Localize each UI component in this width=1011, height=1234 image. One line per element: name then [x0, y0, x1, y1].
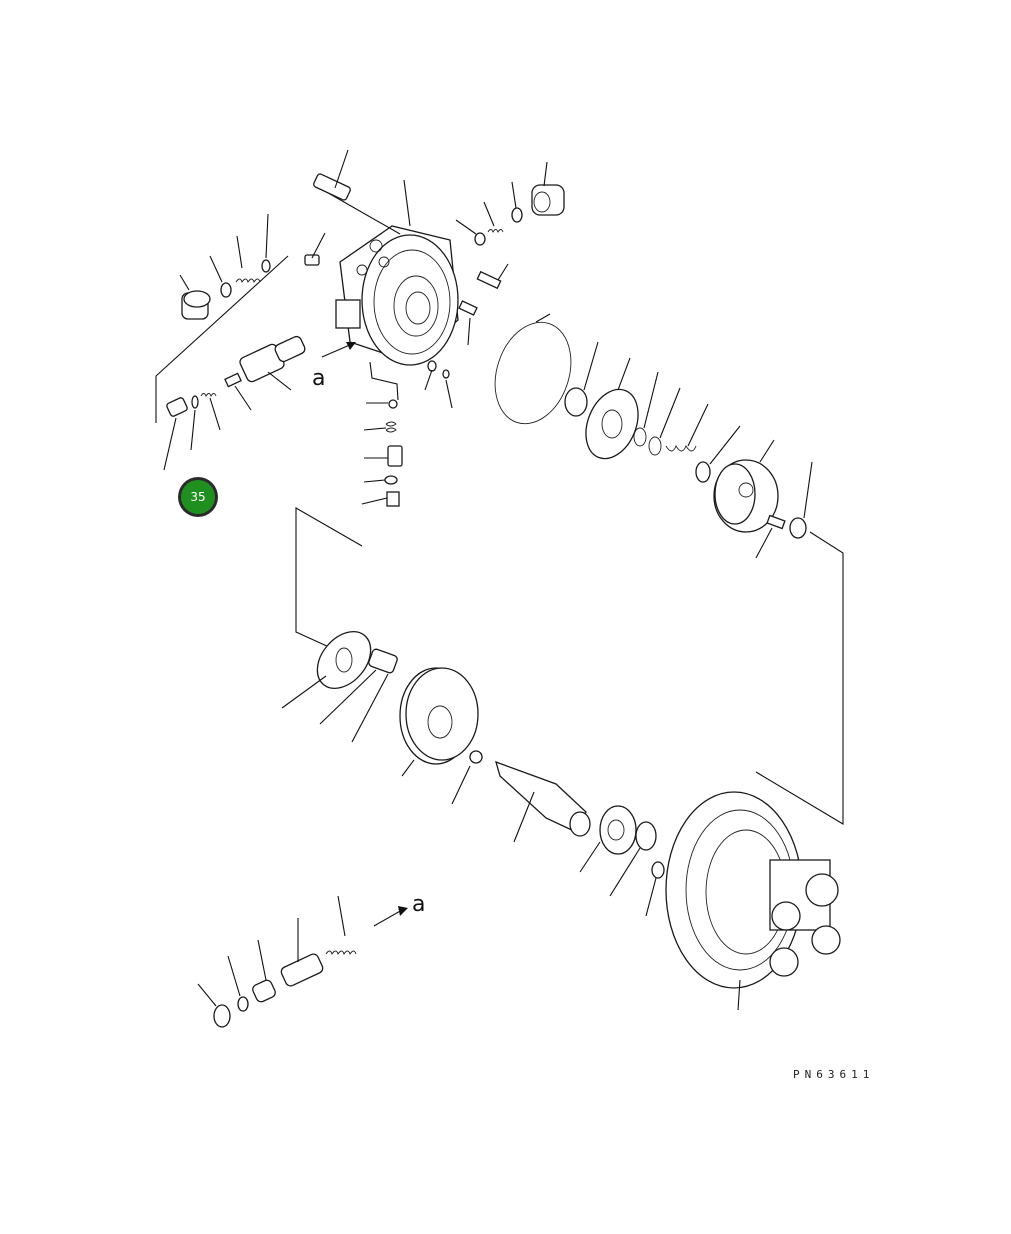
- upper-row-parts: [494, 313, 813, 559]
- middle-parts: [281, 507, 483, 805]
- housing-top-right-parts: [424, 161, 565, 409]
- output-shaft: [495, 760, 665, 917]
- callout-badge[interactable]: 35: [178, 477, 218, 517]
- relief-valve-bottom-left: [197, 895, 408, 1028]
- group-bracket-right: [755, 531, 844, 825]
- group-bracket-left: [155, 255, 289, 423]
- plug-assembly-top-left: [179, 213, 271, 320]
- view-label-a-top: a: [312, 366, 326, 391]
- view-label-a-bottom: a: [412, 892, 426, 917]
- drawing-code: PN63611: [793, 1068, 875, 1081]
- small-parts-column: [361, 361, 403, 507]
- valve-spool-group-left: [163, 335, 306, 471]
- motor-cover-housing: [304, 149, 459, 366]
- final-drive-housing: [665, 791, 841, 1011]
- callout-number: 35: [181, 480, 215, 514]
